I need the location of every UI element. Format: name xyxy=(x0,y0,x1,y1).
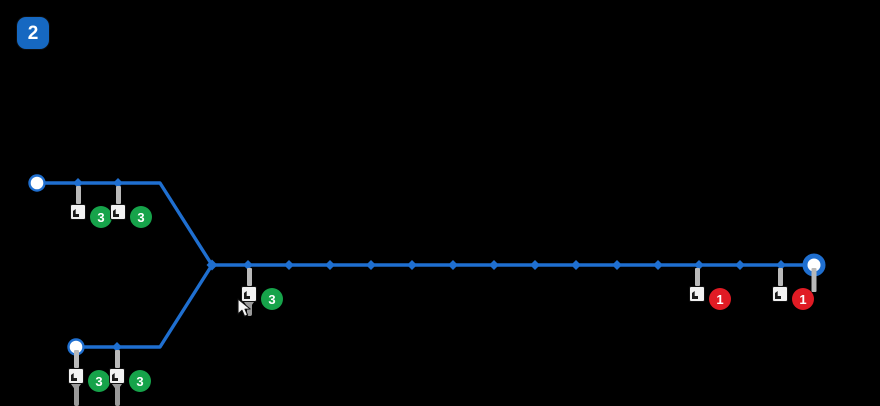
mouse-cursor-icon xyxy=(237,298,251,317)
link-node[interactable] xyxy=(366,260,376,270)
link-node[interactable] xyxy=(735,260,745,270)
link-node[interactable] xyxy=(113,178,123,188)
link-lower-branch xyxy=(74,263,214,349)
measurement-marker[interactable] xyxy=(110,186,126,220)
link-node[interactable] xyxy=(448,260,458,270)
count-badge[interactable]: 3 xyxy=(130,206,152,228)
count-badge[interactable]: 1 xyxy=(709,288,731,310)
link-node[interactable] xyxy=(243,260,253,270)
count-badge[interactable]: 1 xyxy=(792,288,814,310)
node-group xyxy=(73,178,786,352)
link-node[interactable] xyxy=(284,260,294,270)
link-node[interactable] xyxy=(612,260,622,270)
marker-device-icon[interactable] xyxy=(689,286,705,302)
link-node[interactable] xyxy=(407,260,417,270)
measurement-marker[interactable] xyxy=(689,268,705,302)
measurement-marker[interactable] xyxy=(70,186,86,220)
marker-device-icon[interactable] xyxy=(68,368,84,384)
measurement-marker[interactable] xyxy=(68,350,84,406)
link-node[interactable] xyxy=(571,260,581,270)
marker-stem-icon xyxy=(811,268,817,292)
count-badge[interactable]: 3 xyxy=(261,288,283,310)
step-badge[interactable]: 2 xyxy=(17,17,49,49)
link-node[interactable] xyxy=(73,178,83,188)
link-node[interactable] xyxy=(325,260,335,270)
marker-device-icon[interactable] xyxy=(70,204,86,220)
terminal-terminal-upper-left[interactable] xyxy=(28,174,46,192)
marker-device-icon[interactable] xyxy=(110,204,126,220)
count-badge[interactable]: 3 xyxy=(90,206,112,228)
link-node[interactable] xyxy=(489,260,499,270)
count-badge[interactable]: 3 xyxy=(88,370,110,392)
count-badge[interactable]: 3 xyxy=(129,370,151,392)
marker-tail-icon xyxy=(114,384,120,406)
measurement-marker[interactable] xyxy=(811,268,817,292)
marker-stem-icon xyxy=(694,268,700,286)
measurement-marker[interactable] xyxy=(109,350,125,406)
link-node[interactable] xyxy=(112,342,122,352)
marker-stem-icon xyxy=(115,186,121,204)
marker-device-icon[interactable] xyxy=(241,286,257,302)
marker-tail-icon xyxy=(73,384,79,406)
link-node[interactable] xyxy=(530,260,540,270)
marker-stem-icon xyxy=(114,350,120,368)
measurement-marker[interactable] xyxy=(772,268,788,302)
link-node[interactable] xyxy=(776,260,786,270)
marker-device-icon[interactable] xyxy=(109,368,125,384)
link-node[interactable] xyxy=(206,259,218,271)
link-node[interactable] xyxy=(653,260,663,270)
link-node[interactable] xyxy=(694,260,704,270)
marker-stem-icon xyxy=(777,268,783,286)
marker-stem-icon xyxy=(75,186,81,204)
marker-stem-icon xyxy=(246,268,252,286)
marker-device-icon[interactable] xyxy=(772,286,788,302)
marker-stem-icon xyxy=(73,350,79,368)
